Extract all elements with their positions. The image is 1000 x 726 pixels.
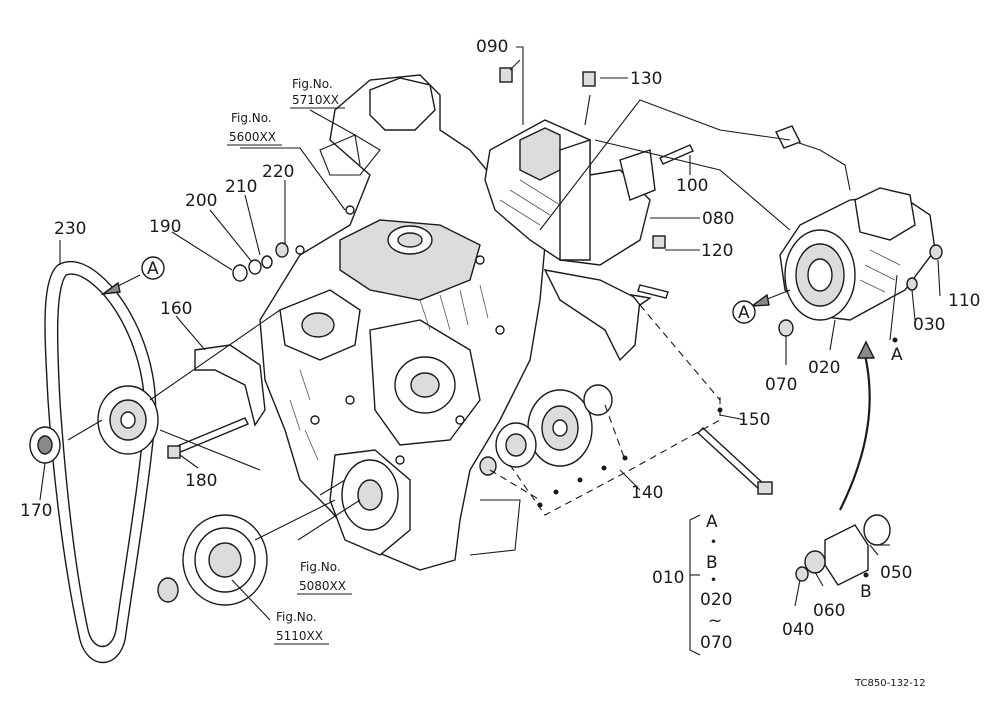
group-010: 010 A ・ B ・ 020 ~ 070 [652, 512, 732, 653]
arrow-a-left: A [100, 256, 165, 296]
clutch-parts-b [795, 514, 891, 586]
fig-ref-5600-number: 5600XX [229, 130, 276, 144]
label-120: 120 [701, 241, 733, 261]
bracket-080 [484, 119, 656, 362]
nuts-110-030-070 [778, 244, 943, 337]
bolt-090 [499, 67, 513, 83]
curved-arrow [839, 340, 876, 511]
label-180: 180 [185, 471, 217, 491]
label-220: 220 [262, 162, 294, 182]
fig-ref-5110-prefix: Fig.No. [276, 610, 317, 624]
arrow-a-left-label: A [147, 259, 159, 279]
arrow-a-right: A [732, 289, 791, 324]
label-110: 110 [948, 291, 980, 311]
group-010-tilde: ~ [708, 611, 722, 631]
bolt-180 [167, 417, 249, 459]
fig-ref-5080-number: 5080XX [299, 579, 346, 593]
group-010-label: 010 [652, 568, 684, 588]
ac-compressor [775, 125, 936, 321]
group-010-line3: 020 [700, 590, 732, 610]
fig-ref-5600: Fig.No. 5600XX [227, 111, 282, 146]
leader-lines [39, 46, 941, 656]
point-dots [537, 337, 898, 578]
fig-ref-5080-prefix: Fig.No. [300, 560, 341, 574]
label-160: 160 [160, 299, 192, 319]
engine-block [259, 74, 546, 571]
crank-pulley [182, 514, 268, 606]
label-130: 130 [630, 69, 662, 89]
label-050: 050 [880, 563, 912, 583]
drive-belt [44, 260, 157, 664]
bolt-150 [696, 427, 773, 495]
label-230: 230 [54, 219, 86, 239]
fig-ref-5710-number: 5710XX [292, 93, 339, 107]
label-170: 170 [20, 501, 52, 521]
fig-ref-5710: Fig.No. 5710XX [290, 77, 345, 109]
fig-ref-5600-prefix: Fig.No. [231, 111, 272, 125]
arrow-a-right-label: A [738, 303, 750, 323]
group-010-dot1: ・ [705, 533, 722, 553]
bolt-120 [630, 235, 669, 306]
label-090: 090 [476, 37, 508, 57]
bolt-100 [659, 144, 694, 165]
label-150: 150 [738, 410, 770, 430]
label-140: 140 [631, 483, 663, 503]
fig-ref-5710-prefix: Fig.No. [292, 77, 333, 91]
fig-ref-5110: Fig.No. 5110XX [274, 610, 329, 645]
washers-190-220 [232, 242, 289, 282]
label-080: 080 [702, 209, 734, 229]
drawing-code: TC850-132-12 [854, 678, 926, 689]
bracket-160 [194, 344, 266, 427]
point-a-label: A [891, 345, 903, 365]
fig-ref-5080: Fig.No. 5080XX [297, 560, 352, 595]
label-070: 070 [765, 375, 797, 395]
idler-pulley [97, 385, 159, 455]
bolt-130 [582, 71, 596, 87]
label-060: 060 [813, 601, 845, 621]
group-010-line4: 070 [700, 633, 732, 653]
label-030: 030 [913, 315, 945, 335]
fig-ref-5110-number: 5110XX [276, 629, 323, 643]
label-200: 200 [185, 191, 217, 211]
point-letters: A B [860, 345, 903, 602]
tension-pulley-140 [479, 384, 613, 476]
group-010-line1: A [706, 512, 718, 532]
part-labels: 090 130 100 080 120 110 030 020 070 150 … [20, 37, 980, 640]
label-040: 040 [782, 620, 814, 640]
group-010-line2: B [706, 553, 718, 573]
label-100: 100 [676, 176, 708, 196]
label-020: 020 [808, 358, 840, 378]
label-210: 210 [225, 177, 257, 197]
point-b-label: B [860, 582, 872, 602]
label-190: 190 [149, 217, 181, 237]
group-010-dot2: ・ [705, 571, 722, 591]
bearing-170 [29, 426, 61, 464]
crank-nut [157, 577, 179, 603]
